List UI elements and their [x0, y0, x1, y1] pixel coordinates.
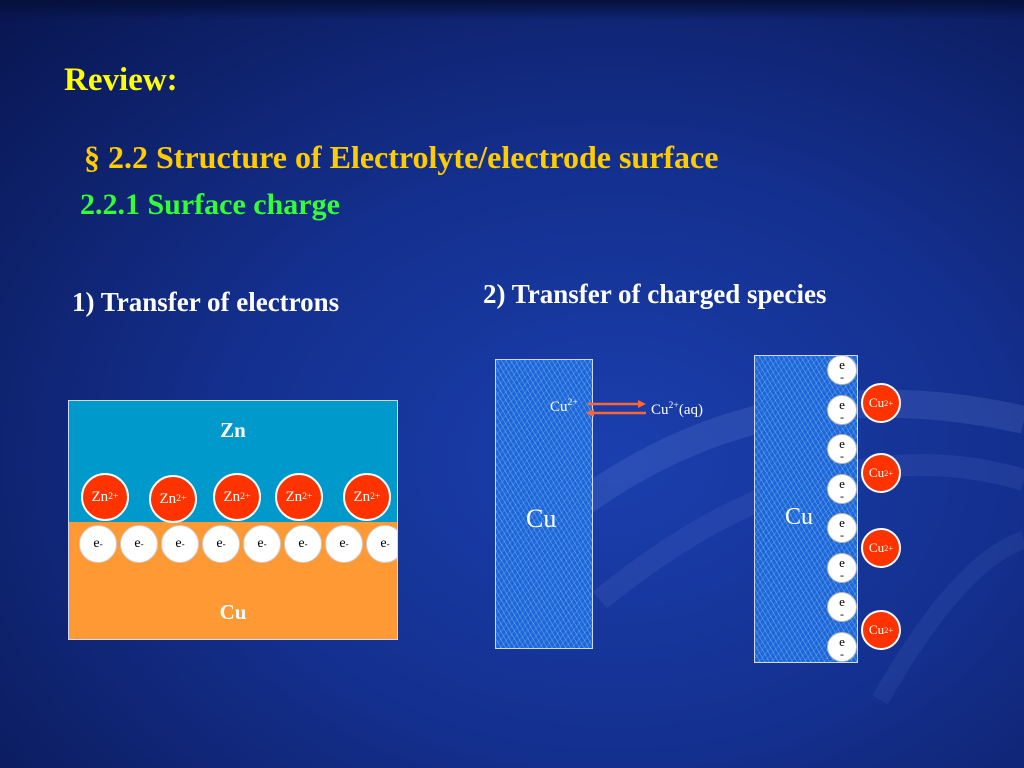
top-dark-band [0, 0, 1024, 20]
electron: e- [243, 525, 281, 563]
electron: e- [120, 525, 158, 563]
cu-plate-left [495, 359, 593, 649]
electron: e- [284, 525, 322, 563]
electron: e- [366, 525, 397, 563]
subsection-title: 2.2.1 Surface charge [80, 188, 340, 221]
surface-electron: e- [827, 631, 857, 662]
electron: e- [325, 525, 363, 563]
panel2-label: 2) Transfer of charged species [483, 279, 827, 309]
surface-electron: e- [827, 434, 857, 464]
cu-plate-right-label: Cu [785, 504, 814, 530]
equilibrium-arrows [586, 400, 646, 417]
cu-ion-label: Cu2+ [550, 397, 578, 415]
cu-aq-label: Cu2+(aq) [651, 400, 704, 418]
surface-electron: e- [827, 473, 857, 504]
surface-electron: e- [827, 513, 857, 543]
surface-electron: e- [827, 394, 857, 425]
cu-layer-label: Cu [219, 600, 247, 624]
review-heading: Review: [64, 62, 178, 98]
surface-electron: e- [827, 355, 857, 385]
surface-electron: e- [827, 552, 857, 583]
panel1-label: 1) Transfer of electrons [72, 287, 340, 317]
electron: e- [161, 525, 199, 563]
cu-plate-left-label: Cu [526, 504, 557, 533]
surface-electron: e- [827, 592, 857, 622]
zn-layer-label: Zn [220, 418, 246, 442]
electron: e- [202, 525, 240, 563]
section-title: § 2.2 Structure of Electrolyte/electrode… [84, 139, 719, 175]
electron: e- [79, 525, 117, 563]
